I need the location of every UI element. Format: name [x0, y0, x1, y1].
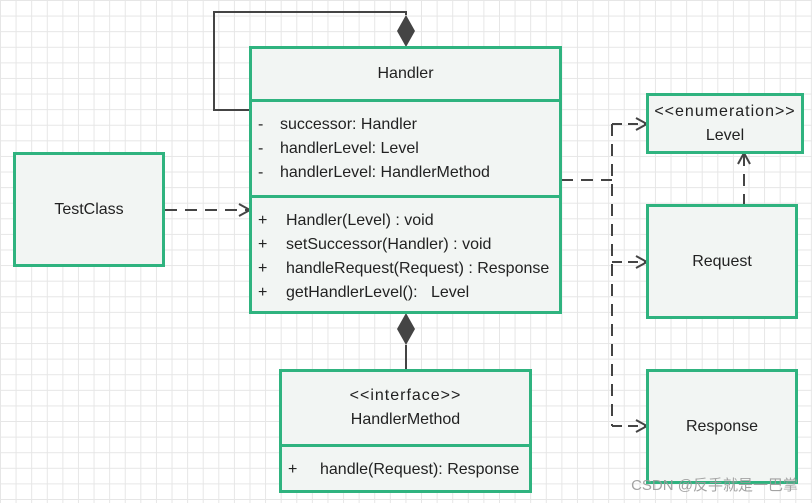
- method-row: + handleRequest(Request) : Response: [258, 257, 559, 281]
- level-class-name: Level: [705, 126, 745, 144]
- stereotype-label: <<enumeration>>: [654, 102, 796, 120]
- attribute-row: - successor: Handler: [258, 113, 559, 137]
- handler-method-class-name: HandlerMethod: [350, 411, 461, 428]
- handler-attributes-section: - successor: Handler - handlerLevel: Lev…: [252, 99, 559, 195]
- method-text: getHandlerLevel(): Level: [286, 284, 470, 301]
- request-class[interactable]: Request: [646, 204, 798, 319]
- composition-diamond-top: [397, 15, 415, 47]
- method-row: + handle(Request): Response: [288, 458, 529, 482]
- testclass-class-name: TestClass: [54, 200, 124, 218]
- visibility-marker: +: [258, 284, 268, 301]
- attribute-text: handlerLevel: HandlerMethod: [280, 164, 490, 181]
- method-text: setSuccessor(Handler) : void: [286, 236, 492, 253]
- response-class[interactable]: Response: [646, 369, 798, 484]
- handler-class[interactable]: Handler - successor: Handler - handlerLe…: [249, 46, 562, 314]
- visibility-marker: +: [258, 236, 268, 253]
- attribute-text: handlerLevel: Level: [280, 140, 419, 157]
- method-text: handle(Request): Response: [320, 461, 520, 478]
- visibility-marker: +: [258, 260, 268, 277]
- handler-method-name-section: <<interface>> HandlerMethod: [282, 372, 529, 444]
- attribute-row: - handlerLevel: Level: [258, 137, 559, 161]
- request-name-section: Request: [649, 207, 795, 316]
- visibility-marker: -: [258, 140, 264, 157]
- method-text: Handler(Level) : void: [286, 212, 434, 229]
- self-association-line: [213, 11, 407, 111]
- request-class-name: Request: [692, 252, 752, 270]
- method-row: + getHandlerLevel(): Level: [258, 281, 559, 305]
- handler-method-interface-class[interactable]: <<interface>> HandlerMethod + handle(Req…: [279, 369, 532, 493]
- handler-method-methods-section: + handle(Request): Response: [282, 444, 529, 490]
- method-row: + Handler(Level) : void: [258, 209, 559, 233]
- visibility-marker: +: [288, 461, 298, 478]
- attribute-text: successor: Handler: [280, 116, 417, 133]
- attribute-row: - handlerLevel: HandlerMethod: [258, 161, 559, 185]
- response-name-section: Response: [649, 372, 795, 481]
- method-text: handleRequest(Request) : Response: [286, 260, 550, 277]
- visibility-marker: -: [258, 164, 264, 181]
- response-class-name: Response: [685, 417, 759, 435]
- method-row: + setSuccessor(Handler) : void: [258, 233, 559, 257]
- stereotype-label: <<interface>>: [349, 387, 462, 404]
- handler-class-name-section: Handler: [252, 49, 559, 99]
- composition-diamond-bottom: [397, 313, 415, 345]
- level-enumeration-class[interactable]: <<enumeration>> Level: [646, 93, 804, 154]
- level-name-section: <<enumeration>> Level: [649, 96, 801, 151]
- watermark: CSDN @反手就是一巴掌: [631, 477, 798, 494]
- visibility-marker: -: [258, 116, 264, 133]
- handler-class-name: Handler: [377, 65, 434, 82]
- testclass-name-section: TestClass: [16, 155, 162, 264]
- handler-methods-section: + Handler(Level) : void + setSuccessor(H…: [252, 195, 559, 311]
- visibility-marker: +: [258, 212, 268, 229]
- testclass-class[interactable]: TestClass: [13, 152, 165, 267]
